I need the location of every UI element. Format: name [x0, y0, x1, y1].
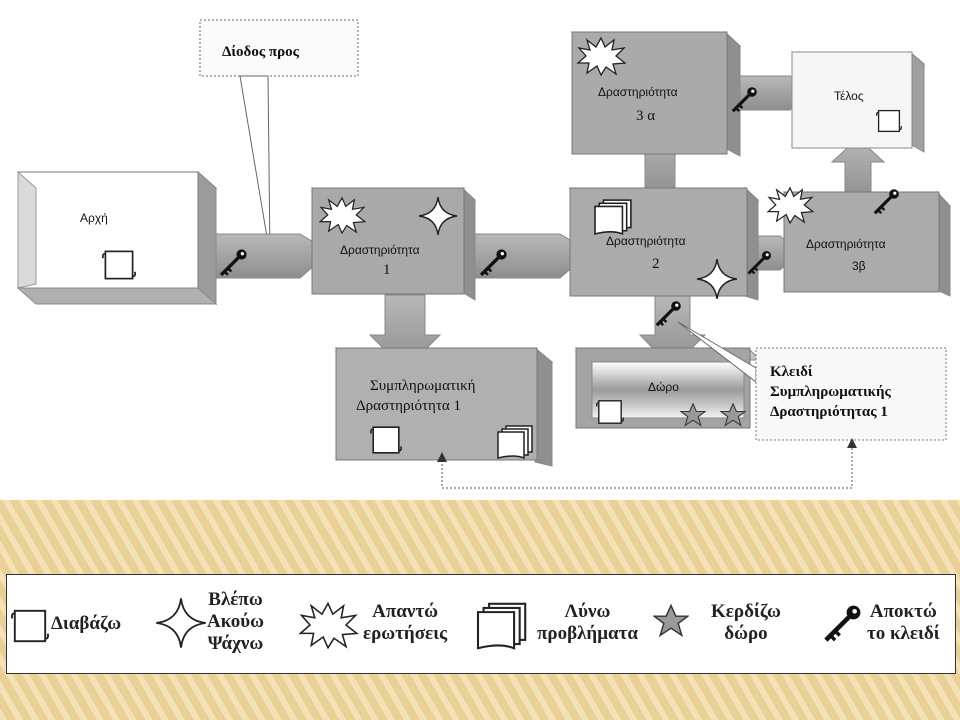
legend-solve-problems: Λύνω προβλήματα	[537, 601, 638, 644]
box-activity-3a-label: Δραστηριότητα	[598, 85, 678, 99]
legend-win-gift: Κερδίζω δώρο	[711, 601, 781, 644]
passage-callout-text: Δίοδος προς	[222, 44, 300, 60]
box-activity-1-number: 1	[383, 262, 391, 278]
legend-see-hear-search: Βλέπω Ακούω Ψάχνω	[207, 589, 264, 654]
legend-read: Διαβάζω	[51, 613, 122, 634]
box-gift: Δώρο	[574, 347, 762, 429]
box-activity-2: Δραστηριότητα 2	[568, 186, 760, 301]
key-callout-line-1: Κλειδί	[770, 364, 813, 380]
box-activity-3a: Δραστηριότητα 3 α	[570, 30, 742, 157]
box-activity-2-label: Δραστηριότητα	[606, 234, 686, 248]
passage-callout: Δίοδος προς	[199, 19, 359, 256]
box-activity-1: Δραστηριότητα 1	[310, 186, 477, 301]
box-start: Αρχή	[16, 170, 218, 306]
papers-icon	[476, 602, 527, 650]
star-icon	[653, 604, 689, 637]
box-activity-2-number: 2	[652, 256, 660, 272]
key-callout-line-3: Δραστηριότητας 1	[770, 404, 888, 420]
scroll-icon	[370, 426, 402, 454]
flow-diagram: Δίοδος προς Αρχή Δραστηριότητα	[16, 19, 952, 489]
box-activity-3b: Δραστηριότητα 3β	[767, 187, 952, 297]
box-activity-1-label: Δραστηριότητα	[340, 243, 420, 257]
key-callout-line-2: Συμπληρωματικής	[770, 384, 891, 400]
scroll-icon	[102, 250, 136, 280]
scroll-icon	[11, 609, 49, 643]
box-activity-3b-label: Δραστηριότητα	[806, 237, 886, 251]
box-supplementary-label-1: Συμπληρωματική	[370, 378, 476, 394]
box-end-label: Τέλος	[834, 89, 864, 103]
legend: Διαβάζω Βλέπω Ακούω Ψάχνω Απαντώ ερωτήσε…	[6, 574, 956, 674]
legend-get-key: Αποκτώ το κλειδί	[867, 601, 940, 644]
box-gift-label: Δώρο	[648, 380, 679, 394]
legend-answer-questions: Απαντώ ερωτήσεις	[363, 601, 448, 644]
box-supplementary-1: Συμπληρωματική Δραστηριότητα 1	[334, 346, 554, 467]
box-supplementary-label-2: Δραστηριότητα 1	[356, 398, 461, 414]
box-start-label: Αρχή	[80, 211, 108, 225]
papers-icon	[594, 199, 632, 235]
return-path	[437, 438, 857, 489]
scroll-icon	[596, 400, 624, 424]
key-callout: Κλειδί Συμπληρωματικής Δραστηριότητας 1	[677, 321, 947, 441]
papers-icon	[497, 425, 533, 459]
sparkle-icon	[155, 597, 207, 649]
box-activity-3b-number: 3β	[852, 259, 866, 273]
box-activity-3a-number: 3 α	[636, 108, 655, 124]
key-icon	[826, 606, 861, 641]
box-end: Τέλος	[790, 50, 926, 153]
scroll-icon	[876, 109, 902, 133]
burst-icon	[299, 602, 358, 649]
